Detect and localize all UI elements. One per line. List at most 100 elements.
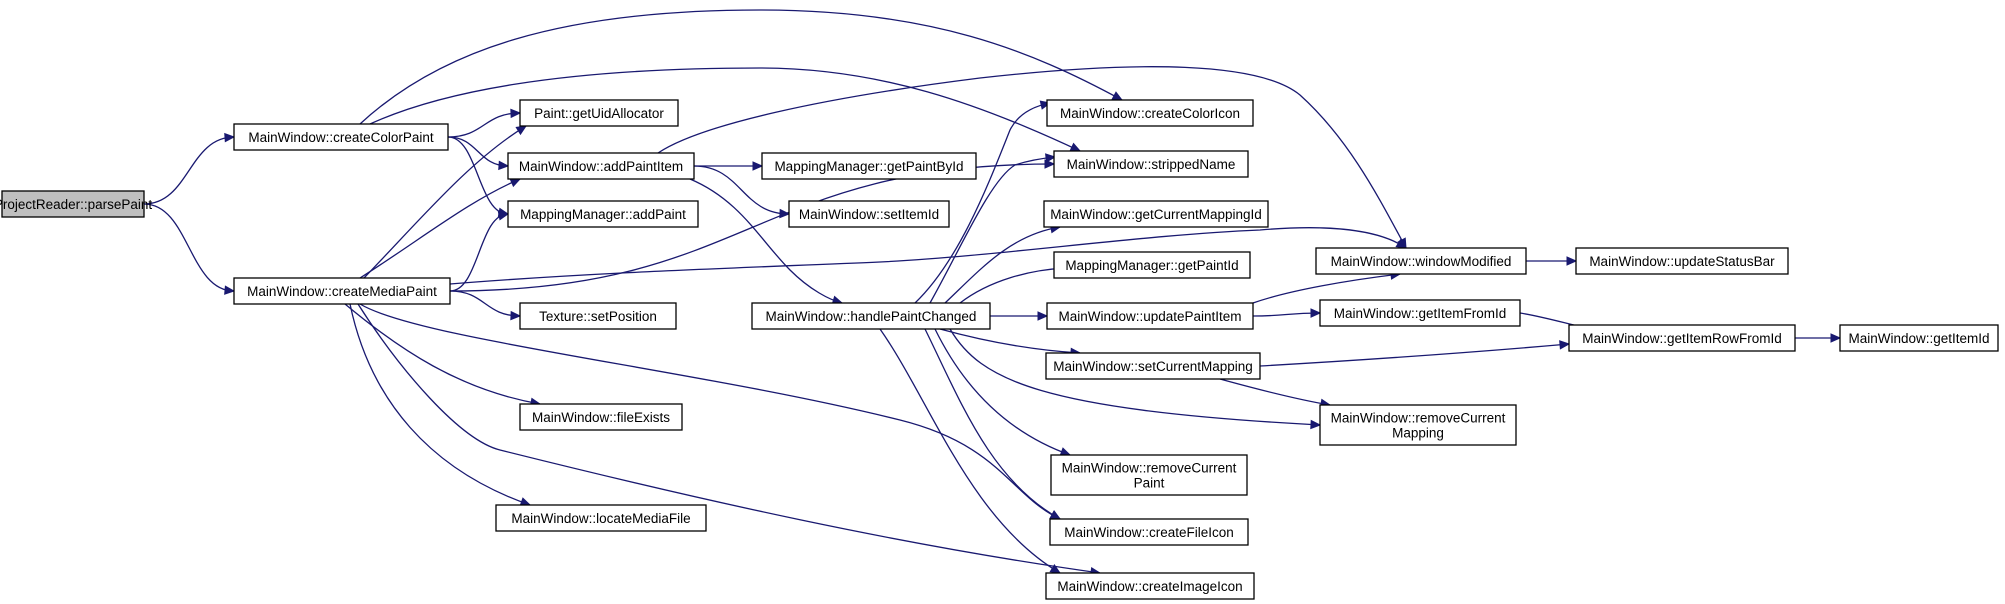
edge-arrowhead [1049,510,1062,520]
node-box [1046,99,1254,127]
edge-handlePaintChanged-to-removeCurrentMapping [949,328,1322,430]
edge-updatePaintItem-to-windowModified [1252,270,1402,304]
node-label: MainWindow::createColorPaint [248,130,434,145]
node-createColorPaint[interactable]: MainWindow::createColorPaint [233,123,449,151]
node-getCurrentMappingId[interactable]: MainWindow::getCurrentMappingId [1043,200,1269,228]
node-box [1045,572,1255,600]
edge-line [143,136,235,205]
edge-line [929,156,1056,304]
node-label: MainWindow::removeCurrent [1062,461,1237,476]
edge-handlePaintChanged-to-updatePaintItem [989,311,1049,321]
node-label: MainWindow::windowModified [1331,254,1512,269]
edge-line [689,178,843,304]
node-getItemId[interactable]: MainWindow::getItemId [1839,324,1999,352]
edge-line [363,125,527,279]
node-label: MainWindow::handlePaintChanged [766,309,977,324]
edge-line [914,102,1051,304]
edge-addPaintItem-to-windowModified [657,66,1407,250]
edge-arrowhead [510,310,522,321]
node-createFileIcon[interactable]: MainWindow::createFileIcon [1049,518,1249,546]
edge-arrowhead [1037,311,1049,321]
node-box [507,152,695,180]
node-setCurrentMapping[interactable]: MainWindow::setCurrentMapping [1045,352,1261,380]
node-getItemRowFromId[interactable]: MainWindow::getItemRowFromId [1568,324,1796,352]
node-getPaintById[interactable]: MappingManager::getPaintById [761,152,977,180]
node-updatePaintItem[interactable]: MainWindow::updatePaintItem [1046,302,1254,330]
node-label: Paint::getUidAllocator [534,106,664,121]
node-label: MainWindow::createImageIcon [1057,579,1242,594]
node-getUidAllocator[interactable]: Paint::getUidAllocator [519,99,679,127]
edge-createMediaPaint-to-addPaintItem [359,178,522,279]
edge-createColorPaint-to-strippedName [369,67,1082,152]
node-box [507,200,699,228]
edge-updatePaintItem-to-getItemFromId [1252,308,1322,318]
node-box [1319,404,1517,446]
edge-setCurrentMapping-to-getItemRowFromId [1259,340,1571,367]
node-addPaintItem[interactable]: MainWindow::addPaintItem [507,152,695,180]
node-box [519,302,677,330]
node-box [1,190,145,218]
node-label: MappingManager::getPaintId [1065,258,1238,273]
node-createImageIcon[interactable]: MainWindow::createImageIcon [1045,572,1255,600]
edge-createColorPaint-to-addPaint [447,136,510,217]
edge-arrowhead [1310,308,1322,318]
node-box [1053,251,1251,279]
node-box [1319,299,1521,327]
edge-createMediaPaint-to-getUidAllocator [363,125,528,279]
node-label: MainWindow::setCurrentMapping [1053,359,1253,374]
edge-arrowhead [1830,333,1842,343]
node-box [1046,302,1254,330]
node-label: Texture::setPosition [539,309,657,324]
node-box [519,403,683,431]
node-label: MainWindow::getItemFromId [1334,306,1507,321]
node-box [1568,324,1796,352]
node-box [751,302,991,330]
edge-line [924,328,1061,520]
node-getItemFromId[interactable]: MainWindow::getItemFromId [1319,299,1521,327]
nodes-layer: ProjectReader::parsePaintMainWindow::cre… [0,99,1999,600]
edge-line [359,303,1061,520]
edge-arrowhead [779,208,791,219]
edge-handlePaintChanged-to-createImageIcon [879,328,1062,574]
node-box [233,277,451,305]
node-label: MainWindow::getItemId [1848,331,1989,346]
edge-line [349,303,531,506]
edge-line [344,303,541,405]
node-handlePaintChanged[interactable]: MainWindow::handlePaintChanged [751,302,991,330]
node-fileExists[interactable]: MainWindow::fileExists [519,403,683,431]
edge-line [359,9,1123,125]
edge-line [447,112,521,138]
edge-line [1252,312,1321,317]
node-label: MainWindow::fileExists [532,410,670,425]
edge-arrowhead [752,161,764,171]
edge-line [369,67,1081,152]
node-addPaint[interactable]: MappingManager::addPaint [507,200,699,228]
edge-line [449,213,509,292]
edge-createMediaPaint-to-locateMediaFile [349,303,532,507]
node-label: Mapping [1392,426,1444,441]
edge-addPaintItem-to-setItemId [693,165,791,219]
node-windowModified[interactable]: MainWindow::windowModified [1315,247,1527,275]
edge-line [944,226,1061,304]
node-strippedName[interactable]: MainWindow::strippedName [1053,150,1249,178]
edge-line [879,328,1061,574]
edge-line [693,165,790,215]
node-updateStatusBar[interactable]: MainWindow::updateStatusBar [1575,247,1789,275]
node-setItemId[interactable]: MainWindow::setItemId [788,200,950,228]
node-parsePaint[interactable]: ProjectReader::parsePaint [0,190,152,218]
node-box [1045,352,1261,380]
node-label: MainWindow::locateMediaFile [511,511,690,526]
edge-arrowhead [509,178,522,188]
node-getPaintId[interactable]: MappingManager::getPaintId [1053,251,1251,279]
node-createColorIcon[interactable]: MainWindow::createColorIcon [1046,99,1254,127]
edge-windowModified-to-updateStatusBar [1526,256,1578,266]
edge-addPaintItem-to-handlePaintChanged [689,178,844,305]
node-createMediaPaint[interactable]: MainWindow::createMediaPaint [233,277,451,305]
node-locateMediaFile[interactable]: MainWindow::locateMediaFile [495,504,707,532]
node-setPosition[interactable]: Texture::setPosition [519,302,677,330]
node-box [1575,247,1789,275]
edge-createMediaPaint-to-windowModified [449,227,1408,285]
edge-line [657,66,1407,249]
